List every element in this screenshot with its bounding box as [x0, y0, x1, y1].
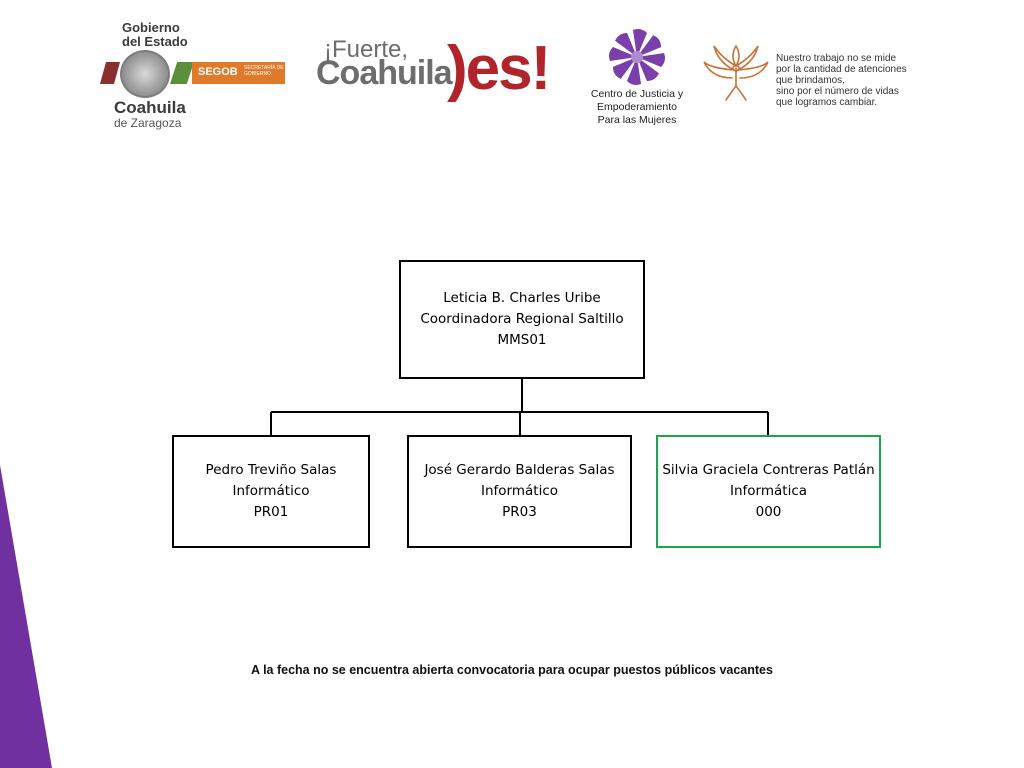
gobierno-line2: del Estado — [122, 34, 188, 49]
node-role: Coordinadora Regional Saltillo — [420, 311, 624, 327]
centro-justicia-logo: Centro de Justicia y Empoderamiento Para… — [582, 24, 692, 128]
node-name: Pedro Treviño Salas — [205, 462, 337, 478]
node-code: PR03 — [502, 504, 537, 520]
flag-stripe-red — [100, 62, 120, 84]
node-code: 000 — [755, 504, 782, 520]
motto-line: por la cantidad de atenciones — [776, 64, 907, 75]
centro-justicia-text: Centro de Justicia y Empoderamiento Para… — [582, 88, 692, 127]
cjem-line: Empoderamiento — [597, 101, 677, 113]
cjem-line: Centro de Justicia y — [590, 88, 684, 100]
node-role: Informático — [480, 483, 558, 499]
node-code: PR01 — [253, 504, 289, 520]
lotus-figure-icon — [703, 44, 769, 101]
segob-badge: SEGOB SECRETARÍA DE GOBIERNO — [192, 62, 285, 84]
org-node-root: Leticia B. Charles Uribe Coordinadora Re… — [399, 260, 645, 379]
motto-line: Nuestro trabajo no se mide — [776, 53, 897, 64]
flag-stripe-green — [170, 62, 194, 84]
segob-label: SEGOB — [198, 66, 238, 78]
motto-text: Nuestro trabajo no se mide por la cantid… — [776, 53, 936, 108]
fuerte-line1: ¡Fuerte, — [324, 36, 409, 63]
node-name: Leticia B. Charles Uribe — [443, 290, 601, 306]
coat-of-arms-icon — [120, 50, 170, 98]
vacancy-notice: A la fecha no se encuentra abierta convo… — [251, 663, 773, 677]
node-name: Silvia Graciela Contreras Patlán — [662, 462, 875, 478]
cjem-line: Para las Mujeres — [597, 114, 677, 126]
org-node-child-1: Pedro Treviño Salas Informático PR01 — [172, 435, 370, 548]
node-role: Informática — [729, 483, 808, 499]
pinwheel-star-icon — [609, 29, 665, 85]
fuerte-es: )es! — [447, 34, 551, 103]
motto-line: que logramos cambiar. — [776, 97, 878, 108]
gobierno-state-sub: de Zaragoza — [114, 116, 182, 130]
node-role: Informático — [232, 483, 310, 499]
gobierno-coahuila-logo: Gobierno del Estado SEGOB SECRETARÍA DE … — [100, 18, 290, 130]
org-node-child-2: José Gerardo Balderas Salas Informático … — [407, 435, 632, 548]
fuerte-line2: Coahuila — [316, 54, 453, 92]
gobierno-line1: Gobierno — [122, 20, 180, 35]
gobierno-state: Coahuila — [114, 98, 186, 117]
node-code: MMS01 — [497, 332, 547, 348]
fuerte-coahuila-logo: ¡Fuerte, Coahuila )es! — [312, 36, 562, 110]
org-node-child-3: Silvia Graciela Contreras Patlán Informá… — [656, 435, 881, 548]
purple-side-wedge — [0, 465, 52, 768]
motto-line: que brindamos, — [776, 75, 845, 86]
motto-line: sino por el número de vidas — [776, 86, 899, 97]
segob-sublabel: SECRETARÍA DE GOBIERNO — [244, 65, 284, 77]
node-name: José Gerardo Balderas Salas — [424, 462, 615, 478]
